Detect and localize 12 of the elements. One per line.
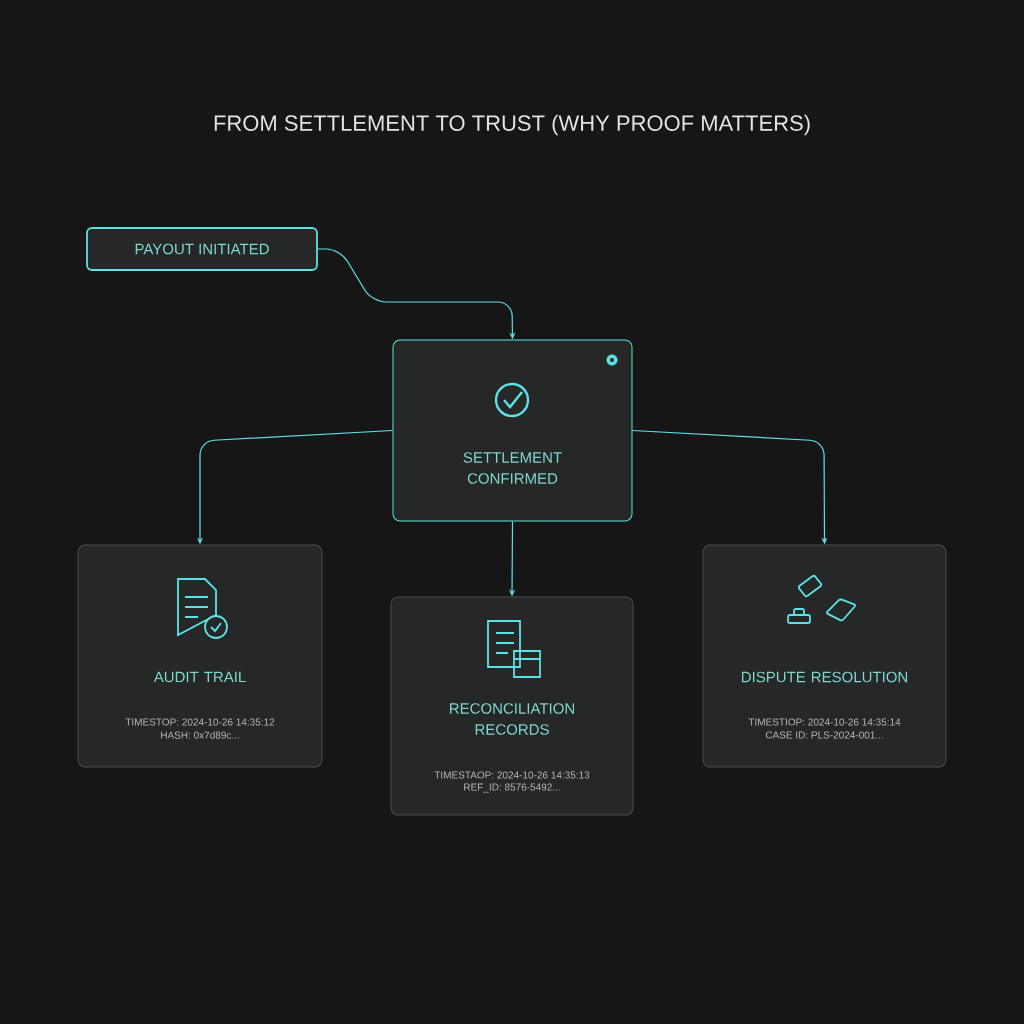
card-title: DISPUTE RESOLUTION (741, 671, 908, 683)
metadata-text: CASE ID: PLS-2024-001... (765, 731, 883, 739)
metadata-text: TIMESTIOP: 2024-10-26 14:35:14 (748, 718, 901, 726)
metadata-text: REF_ID: 8576-5492... (464, 783, 560, 793)
metadata-text: HASH: 0x7d89c... (161, 731, 239, 739)
metadata-text: TIMESTOP: 2024-10-26 14:35:12 (125, 718, 275, 726)
card-title: SETTLEMENT CONFIRMED (463, 452, 562, 484)
card-title: AUDIT TRAIL (153, 671, 246, 683)
card-title: RECONCILIATION RECORDS (450, 703, 574, 735)
start-pill: PAYOUT INITIATED (86, 227, 318, 271)
title: FROM SETTLEMENT TO TRUST (WHY PROOF MATTERS) (214, 114, 810, 136)
metadata-text: TIMESTAOP: 2024-10-26 14:35:13 (434, 771, 590, 779)
